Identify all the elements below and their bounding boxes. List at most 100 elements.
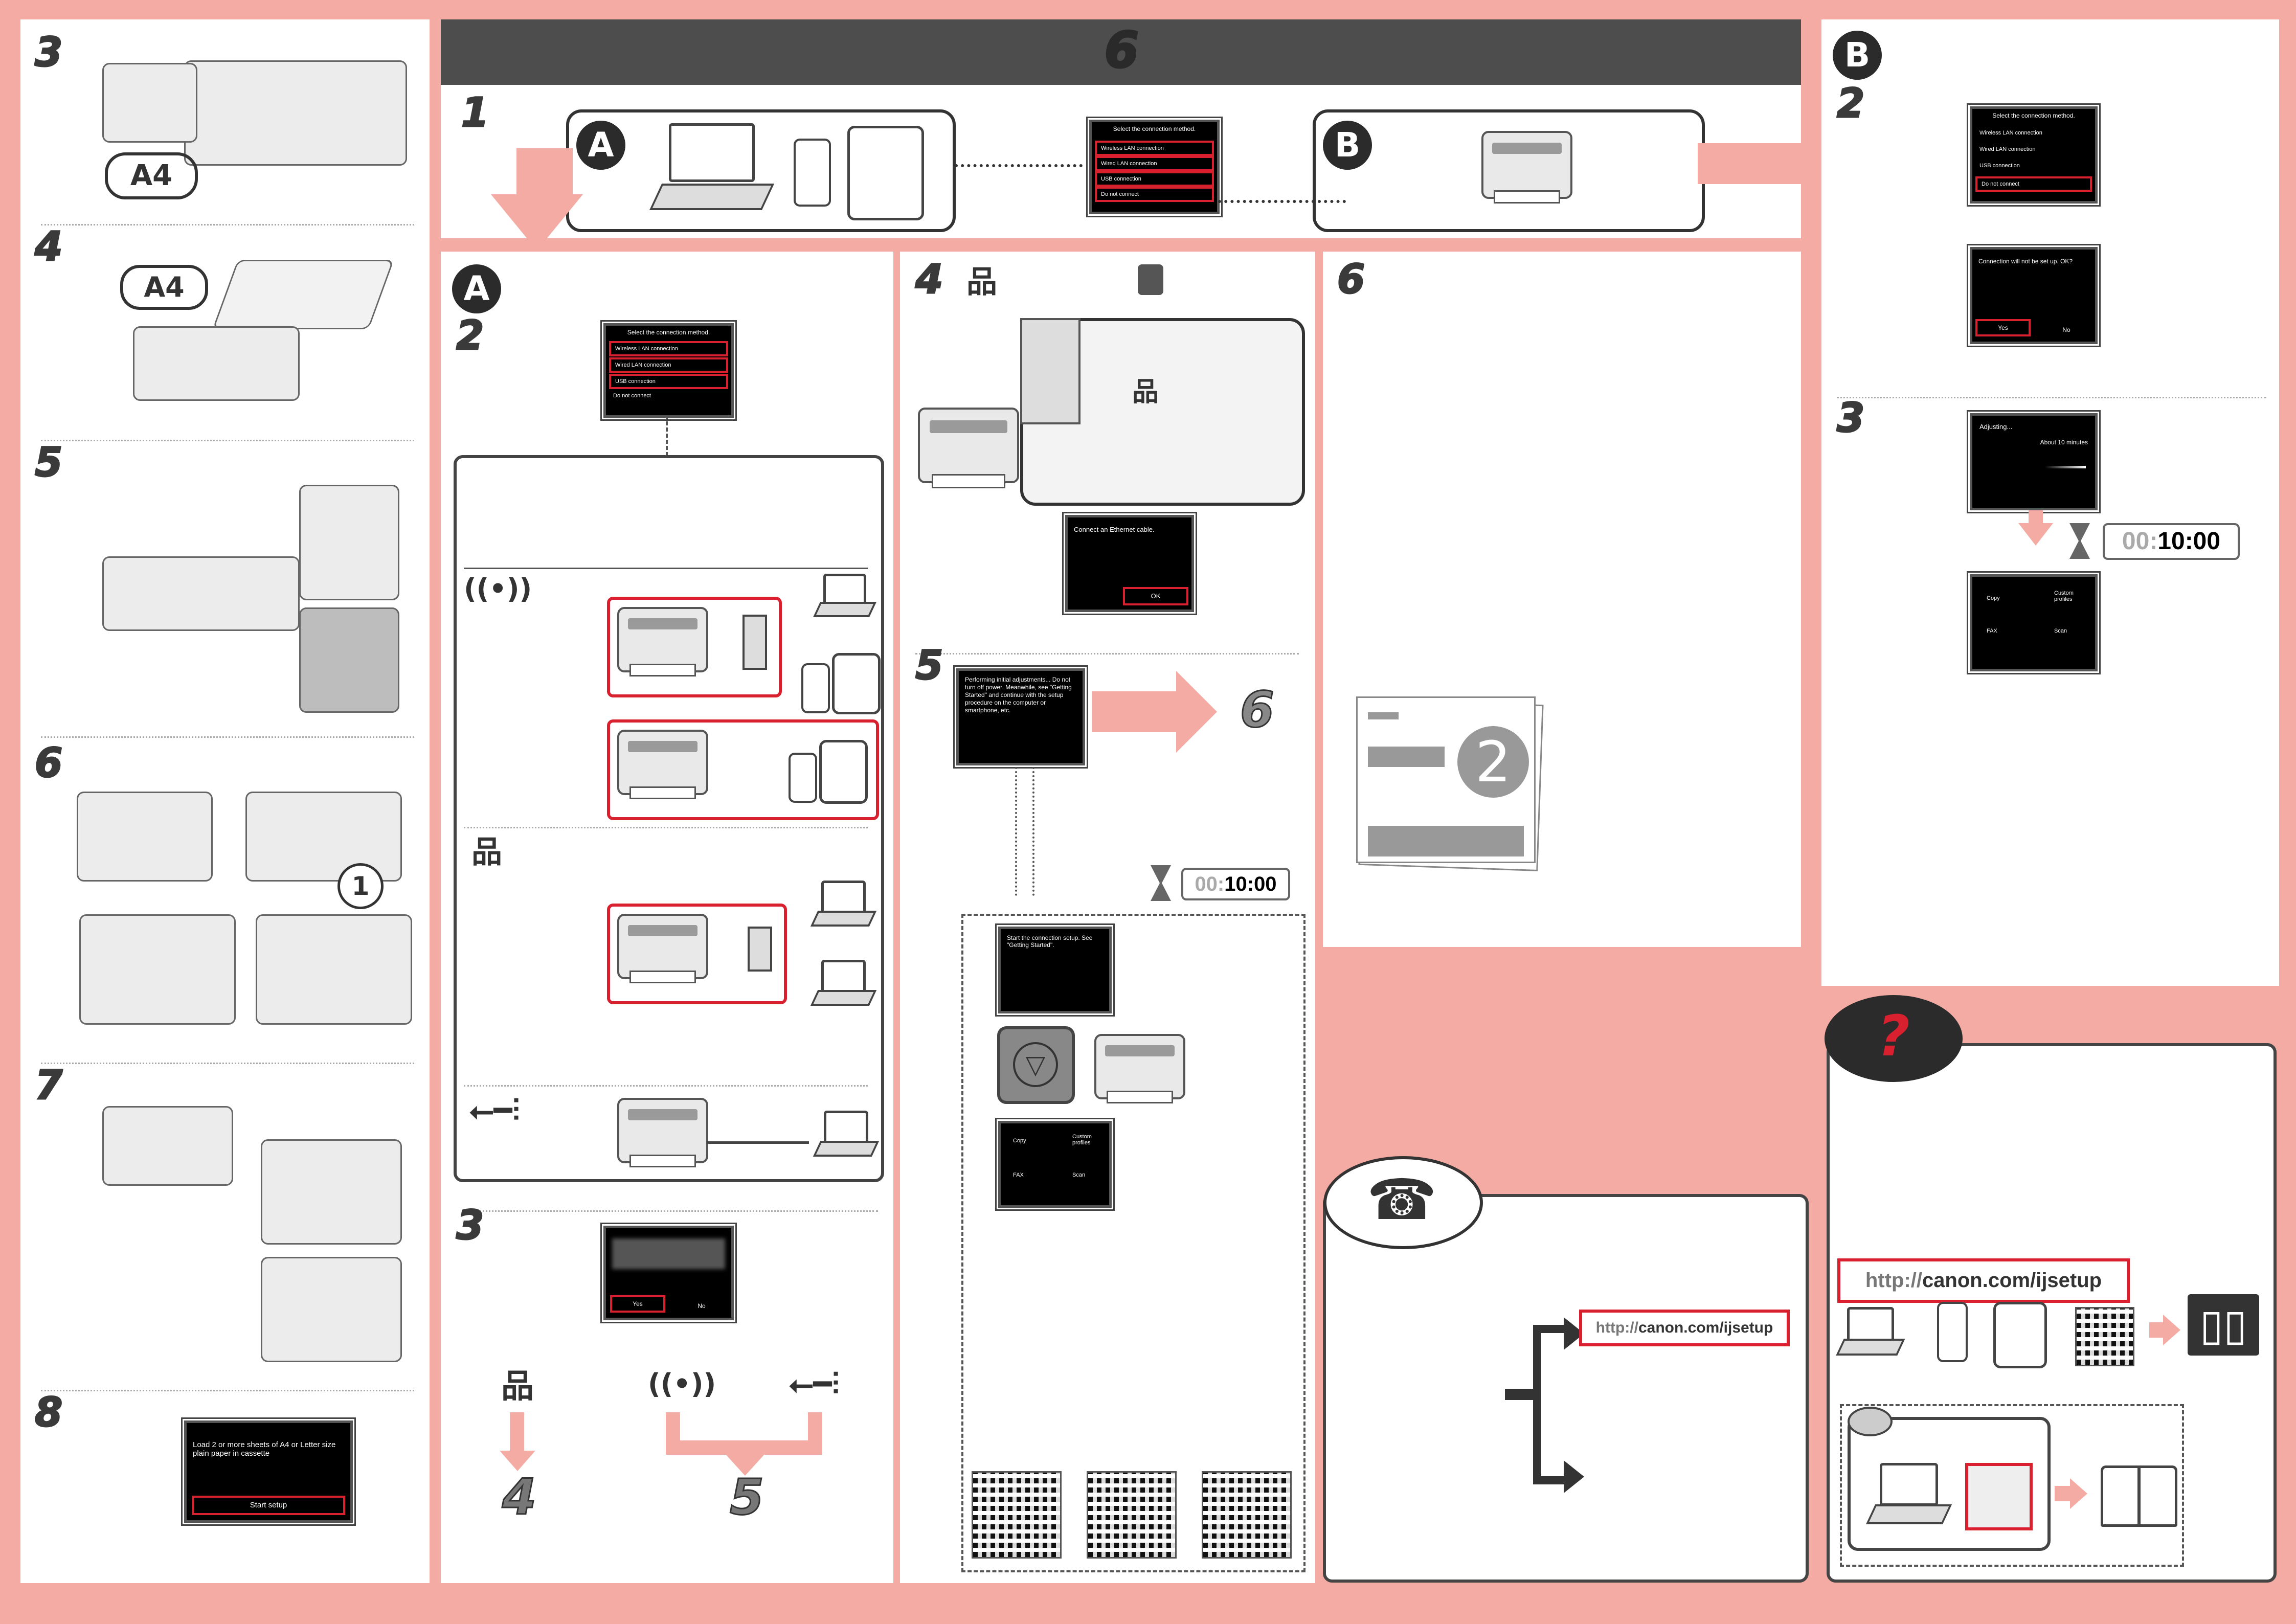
book-icon: ▯▯ [2199, 1300, 2247, 1350]
usb-icon: ⭠━⫶ [469, 1093, 520, 1129]
timer-minutes: 00: [2122, 528, 2158, 555]
header-bar [441, 19, 1801, 85]
fax-icon: ☎ [1367, 1167, 1437, 1232]
qr-code-3 [1202, 1471, 1292, 1559]
qr-code-2 [1087, 1471, 1177, 1559]
bracket-icon [1533, 1325, 1572, 1484]
smartphone-icon [794, 139, 831, 207]
paper-cassette-illustration [184, 60, 407, 166]
dotted-connector [955, 164, 1083, 167]
smartphone-icon [801, 663, 830, 713]
wired-lan-icon: 品 [501, 1368, 534, 1406]
printer-icon [617, 730, 708, 799]
lan-connector-icon [1138, 264, 1163, 295]
divider [41, 1063, 414, 1064]
load-paper-screen: Load 2 or more sheets of A4 or Letter si… [184, 1420, 353, 1523]
option-usb[interactable]: USB connection [1979, 163, 2020, 169]
start-setup-button[interactable]: Start setup [192, 1496, 345, 1515]
ethernet-screen: Connect an Ethernet cable. OK [1065, 515, 1194, 612]
timer-minutes: 00: [1195, 873, 1225, 895]
home-fax[interactable]: FAX [1013, 1172, 1024, 1178]
home-fax[interactable]: FAX [1987, 628, 1997, 634]
confirm-screen-a: Yes No [603, 1226, 734, 1320]
hourglass-icon [2069, 523, 2090, 559]
option-do-not-connect[interactable]: Do not connect [1095, 187, 1214, 202]
step-8-number: 8 [34, 1389, 63, 1437]
section-b-panel: B 2 Select the connection method. Wirele… [1821, 19, 2279, 986]
ok-button[interactable]: OK [1123, 587, 1188, 605]
bracket-arrow-bottom [1564, 1460, 1584, 1493]
confirm-text-blurred [612, 1238, 725, 1269]
wired-lan-icon: 品 [471, 834, 502, 870]
url-rest: canon.com/ijsetup [1638, 1319, 1773, 1336]
arrow-to-4 [510, 1412, 524, 1453]
countdown-timer: 00:10:00 [2103, 523, 2240, 560]
bracket-stub [1505, 1389, 1536, 1400]
laptop-icon [649, 123, 775, 210]
fax-panel: ☎ http://canon.com/ijsetup [1323, 1156, 1809, 1583]
dotted-connector-2 [1218, 200, 1346, 203]
option-wired[interactable]: Wired LAN connection [609, 357, 728, 373]
yes-button[interactable]: Yes [610, 1295, 665, 1313]
screen-title: Select the connection method. [627, 329, 710, 336]
step-4-number: 4 [914, 256, 943, 304]
confirm-screen-b: Connection will not be set up. OK? Yes N… [1970, 247, 2098, 344]
wireless-router-box [607, 597, 782, 697]
screen-title: Select the connection method. [1113, 125, 1196, 132]
load-paper-illustration [102, 556, 300, 631]
setup-app-icon[interactable] [1965, 1463, 2033, 1530]
no-button[interactable]: No [697, 1302, 706, 1310]
no-button[interactable]: No [2062, 326, 2070, 333]
option-wired[interactable]: Wired LAN connection [1095, 156, 1214, 171]
tablet-icon [847, 126, 924, 220]
wired-lan-box [607, 904, 787, 1004]
home-scan[interactable]: Scan [2054, 628, 2067, 634]
home-copy[interactable]: Copy [1987, 595, 2000, 601]
adjusting-screen: Adjusting... About 10 minutes [1970, 413, 2098, 510]
dotted-path [1015, 763, 1034, 896]
arrow-right [2149, 1322, 2165, 1338]
online-manual-icon[interactable]: ▯▯ [2188, 1294, 2259, 1356]
help-setup-url[interactable]: http://canon.com/ijsetup [1837, 1258, 2130, 1303]
home-custom-profiles[interactable]: Custom profiles [2054, 590, 2074, 602]
fax-setup-url[interactable]: http://canon.com/ijsetup [1579, 1310, 1790, 1346]
option-wireless[interactable]: Wireless LAN connection [609, 341, 728, 356]
option-wireless[interactable]: Wireless LAN connection [1979, 130, 2042, 136]
option-do-not-connect[interactable]: Do not connect [613, 393, 651, 399]
guide-closeup-illustration [102, 63, 197, 143]
printer-icon [617, 1098, 708, 1167]
step-7-number: 7 [34, 1062, 63, 1110]
arrow-to-a-body [491, 194, 583, 251]
help-panel: ? http://canon.com/ijsetup ▯▯ [1825, 995, 2277, 1583]
output-tray-illustration-1 [261, 1139, 402, 1245]
option-wireless[interactable]: Wireless LAN connection [1095, 141, 1214, 156]
smartphone-icon [1937, 1302, 1968, 1362]
step-2-number: 2 [455, 312, 484, 360]
connection-method-screen-a: Select the connection method. Wireless L… [603, 323, 734, 418]
paper-size-label: A4 [105, 152, 198, 199]
open-book-icon [2101, 1465, 2177, 1527]
stop-button-closeup[interactable]: ▽ [997, 1026, 1075, 1104]
manual-bar-1 [1368, 712, 1399, 719]
step6-panel: 6 2 [1323, 252, 1801, 947]
badge-a-top: A [576, 121, 625, 170]
option-do-not-connect[interactable]: Do not connect [1975, 176, 2092, 192]
goto-step-6: 6 [1240, 681, 1275, 739]
option-usb[interactable]: USB connection [609, 374, 728, 389]
option-wired[interactable]: Wired LAN connection [1979, 146, 2036, 152]
merge-arrow-bar [666, 1440, 822, 1455]
arrow-down [2018, 523, 2053, 546]
home-custom-profiles[interactable]: Custom profiles [1072, 1134, 1092, 1146]
stop-icon: ▽ [1013, 1042, 1058, 1087]
screen-title: Select the connection method. [1992, 112, 2075, 119]
option-usb[interactable]: USB connection [1095, 171, 1214, 187]
home-copy[interactable]: Copy [1013, 1138, 1026, 1144]
qr-code-help [2075, 1307, 2134, 1366]
yes-button[interactable]: Yes [1975, 319, 2031, 336]
confirm-text: Connection will not be set up. OK? [1978, 258, 2073, 265]
laptop-icon [1865, 1463, 1952, 1524]
arrow-to-4-head [500, 1451, 535, 1471]
divider [41, 224, 414, 225]
home-scan[interactable]: Scan [1072, 1172, 1086, 1178]
connection-method-screen: Select the connection method. Wireless L… [1089, 120, 1220, 214]
